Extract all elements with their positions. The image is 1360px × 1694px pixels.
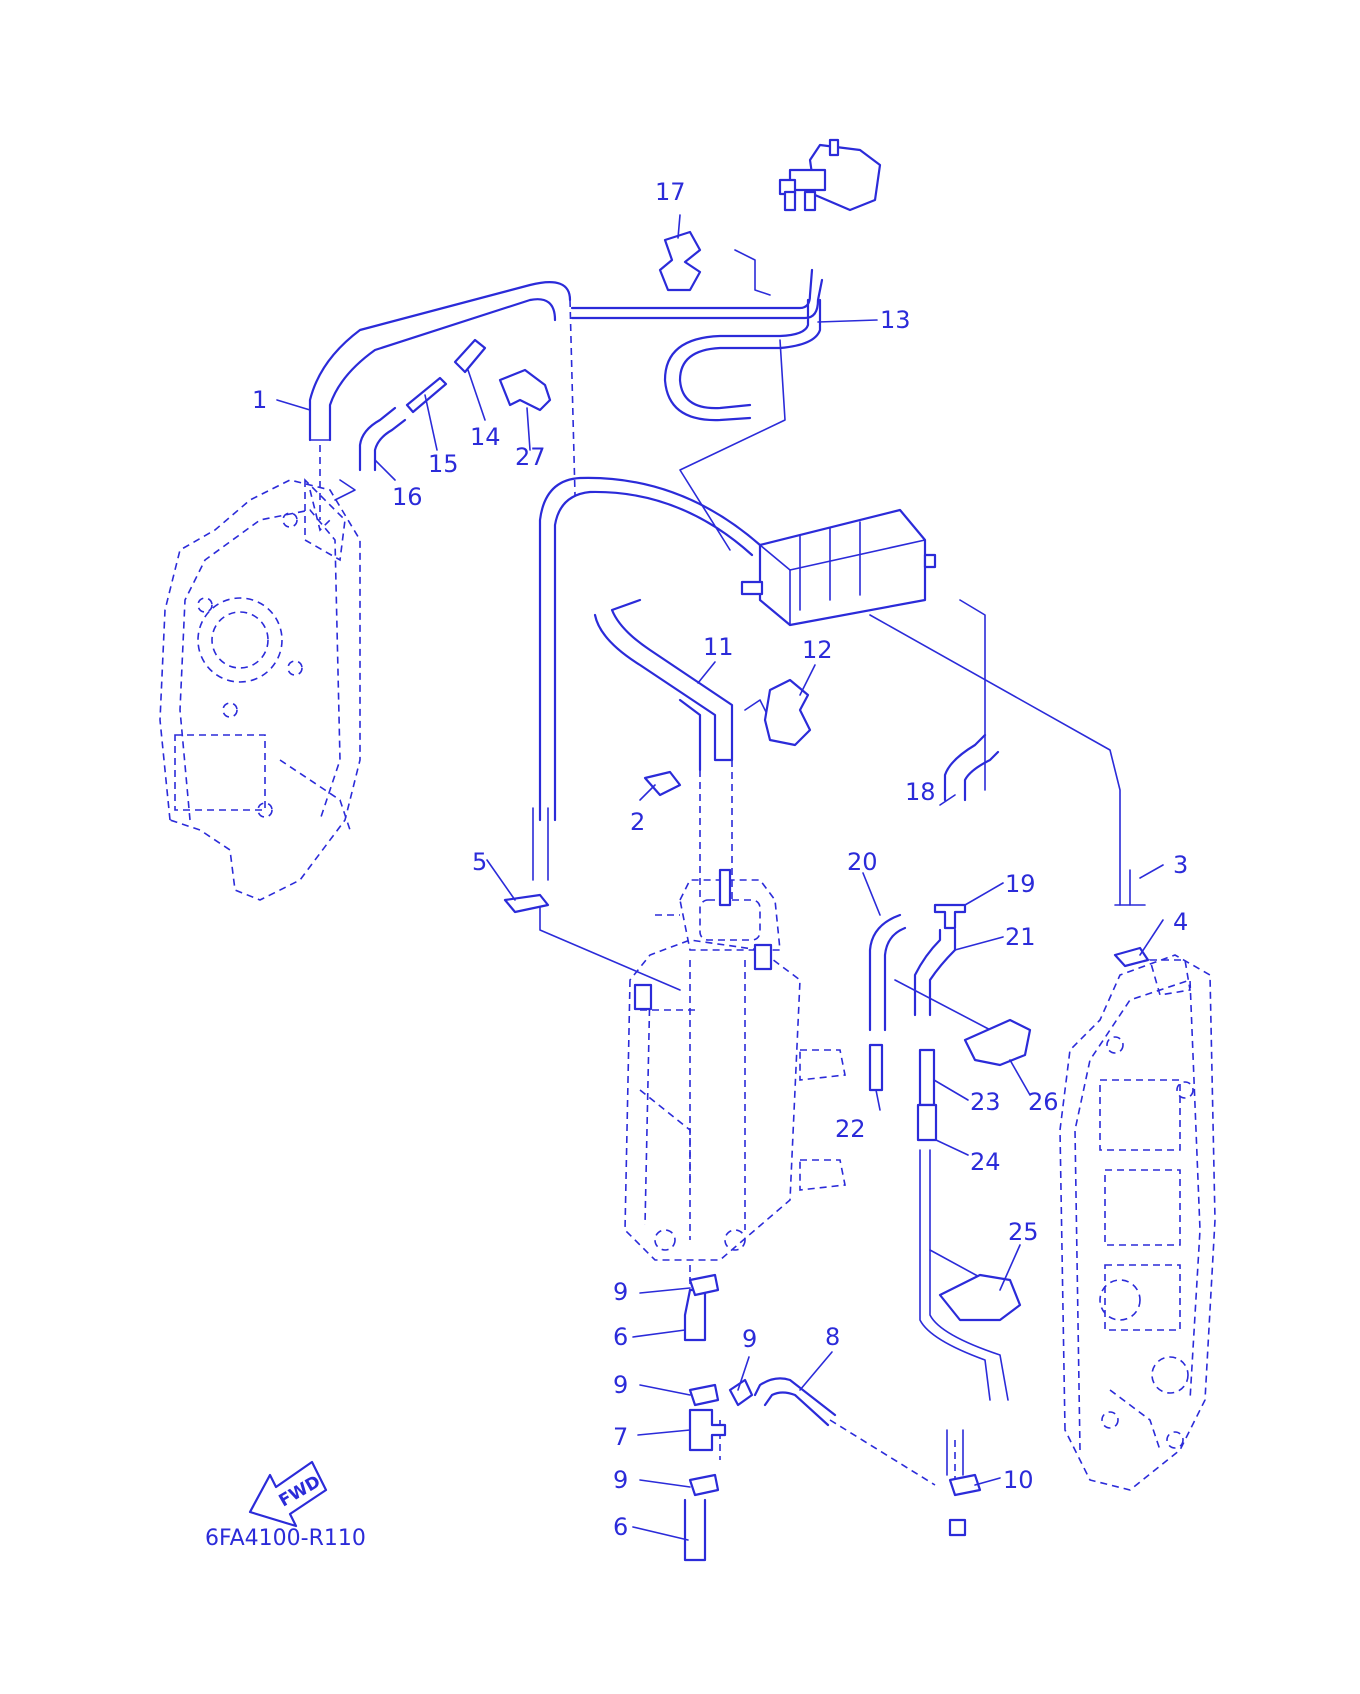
part-label: 16 [392,483,423,511]
part-label: 5 [472,848,487,876]
part-label: 13 [880,306,911,334]
vapor-separator-assembly [624,868,846,1261]
part-label: 24 [970,1148,1001,1176]
hoses [308,268,1131,1562]
part-label: 22 [835,1115,866,1143]
part-label: 23 [970,1088,1001,1116]
part-label: 19 [1005,870,1036,898]
fwd-arrow-icon: FWD [248,1460,328,1528]
part-label: 25 [1008,1218,1039,1246]
part-label: 6 [613,1323,628,1351]
part-label: 27 [515,443,546,471]
right-engine-block [1059,954,1216,1491]
left-engine-block [159,478,361,901]
part-label: 9 [742,1325,757,1353]
drawing-code: 6FA4100-R110 [205,1526,366,1551]
part-label: 11 [703,633,734,661]
part-labels: 1 2 3 4 5 6 6 7 8 9 9 9 9 10 11 12 13 14… [252,178,1188,1541]
part-label: 18 [905,778,936,806]
callout-leaders [276,214,1164,1541]
part-label: 12 [802,636,833,664]
part-label: 1 [252,386,267,414]
part-label: 21 [1005,923,1036,951]
part-label: 17 [655,178,686,206]
part-label: 9 [613,1371,628,1399]
part-label: 2 [630,808,645,836]
part-label: 9 [613,1278,628,1306]
part-label: 6 [613,1513,628,1541]
part-label: 3 [1173,851,1188,879]
part-label: 9 [613,1466,628,1494]
part-label: 8 [825,1323,840,1351]
part-label: 7 [613,1423,628,1451]
valve-assembly [778,138,882,212]
canister [740,508,937,627]
part-label: 15 [428,450,459,478]
small-parts [405,230,1150,1537]
part-label: 26 [1028,1088,1059,1116]
part-label: 14 [470,423,501,451]
part-label: 10 [1003,1466,1034,1494]
assembly-lines [334,249,1001,1460]
part-label: 4 [1173,908,1188,936]
part-label: 20 [847,848,878,876]
